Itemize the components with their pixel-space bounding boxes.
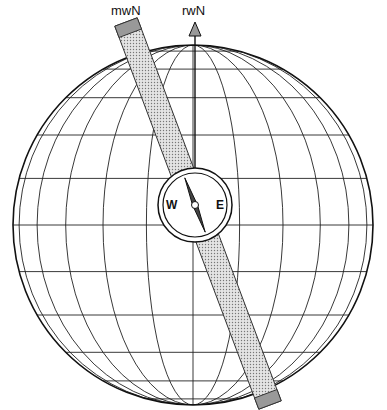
north-label: mwN (111, 4, 141, 17)
band-body (115, 18, 281, 409)
compass-letter: W (166, 199, 177, 211)
parallel (37, 135, 349, 136)
compass: WE (157, 167, 233, 243)
magnetic-band (115, 18, 281, 409)
band-cap (255, 390, 282, 410)
parallel (66, 352, 321, 353)
compass-letter: E (216, 199, 224, 211)
band-cap (115, 18, 142, 38)
parallel (103, 69, 283, 70)
parallel (66, 97, 321, 98)
parallel (19, 271, 367, 272)
parallel (146, 398, 239, 399)
parallel (146, 51, 239, 52)
arrow-head (189, 22, 201, 36)
north-label: rwN (182, 4, 205, 17)
globe-outline (13, 45, 373, 405)
parallel (37, 315, 349, 316)
